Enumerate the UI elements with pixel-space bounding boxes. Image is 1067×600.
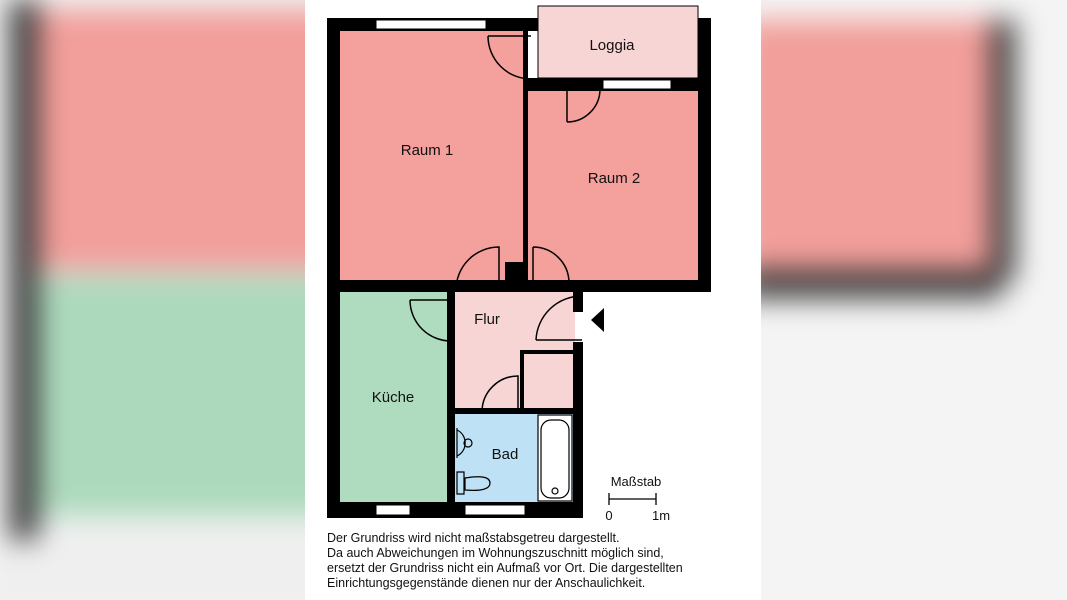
scale-end-label: 1m — [652, 508, 670, 523]
blurred-background-right — [761, 0, 1067, 600]
door-raum-1-flur-icon — [455, 246, 500, 291]
floor-plan: Loggia Raum 1 Raum 2 Flur Küche Bad Maßs… — [327, 5, 711, 523]
windows — [375, 19, 672, 516]
room-label-bad: Bad — [492, 446, 519, 463]
disclaimer-line: ersetzt der Grundriss nicht ein Aufmaß v… — [327, 561, 683, 575]
room-label-raum-1: Raum 1 — [401, 142, 454, 159]
sink-icon — [456, 428, 473, 458]
entrance-arrow-icon — [591, 308, 604, 332]
room-raum-1-fill — [340, 30, 523, 280]
room-raum-2-fill — [528, 90, 698, 280]
room-label-raum-2: Raum 2 — [588, 170, 641, 187]
scale-title: Maßstab — [611, 474, 662, 489]
bathroom-fixtures — [456, 414, 573, 502]
room-label-loggia: Loggia — [589, 37, 635, 54]
room-loggia-fill — [537, 5, 699, 79]
disclaimer-line: Einrichtungsgegenstände dienen nur der A… — [327, 576, 646, 590]
scale-start-label: 0 — [605, 508, 612, 523]
disclaimer-line: Da auch Abweichungen im Wohnungszuschnit… — [327, 546, 664, 560]
room-kueche-fill — [340, 290, 450, 502]
door-bad-icon — [481, 375, 519, 413]
disclaimer-text: Der Grundriss wird nicht maßstabsgetreu … — [327, 531, 747, 591]
blurred-background-left — [0, 0, 305, 600]
door-raum-1-loggia-icon — [487, 35, 532, 80]
toilet-icon — [456, 471, 491, 495]
door-kueche-icon — [409, 299, 452, 342]
doors — [409, 35, 601, 413]
door-raum-2-flur-icon — [532, 246, 570, 290]
room-label-flur: Flur — [474, 311, 500, 328]
scale-bar: Maßstab 0 1m — [605, 474, 670, 523]
room-label-kueche: Küche — [372, 389, 415, 406]
entrance-door-icon — [535, 295, 583, 341]
door-raum-2-loggia-icon — [566, 88, 601, 123]
floor-plan-page: Loggia Raum 1 Raum 2 Flur Küche Bad Maßs… — [305, 0, 761, 600]
disclaimer-line: Der Grundriss wird nicht maßstabsgetreu … — [327, 531, 620, 545]
